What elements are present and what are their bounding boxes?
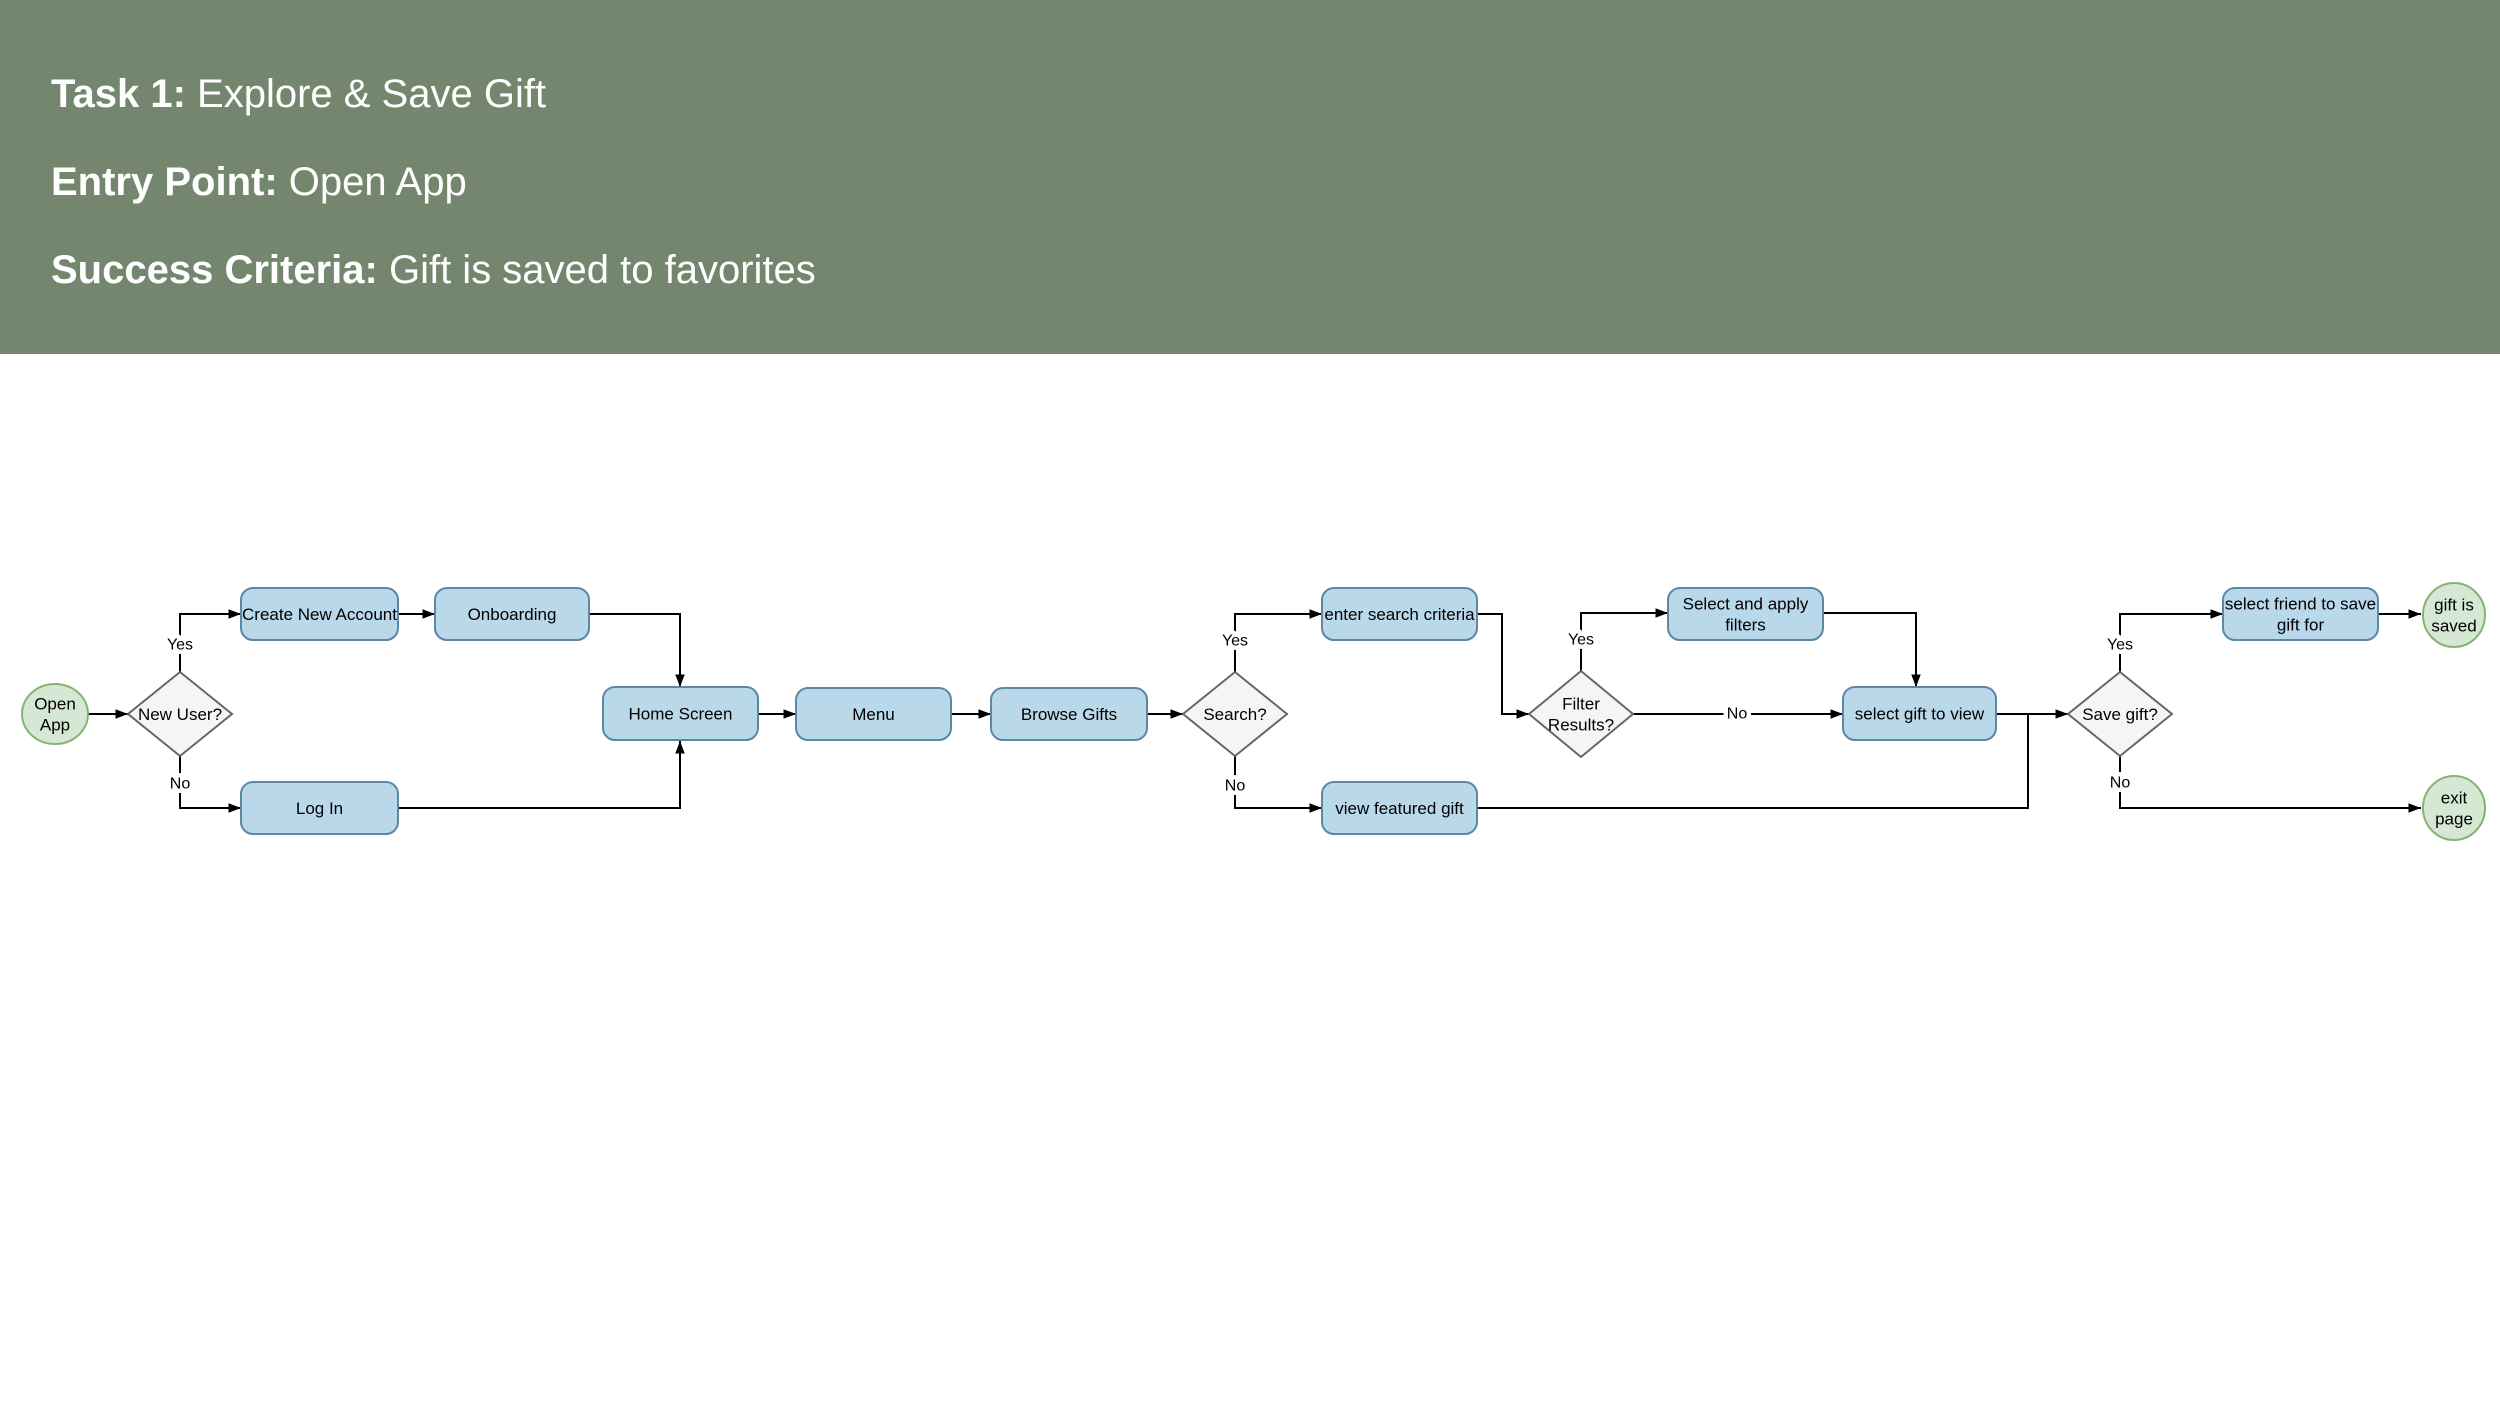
entry-point-label: Entry Point: — [51, 160, 278, 204]
edge-log-in-to-home-screen — [398, 741, 685, 809]
edge-save-gift-no-to-exit-page — [2119, 756, 2421, 813]
edge-view-featured-to-save-gift-junction — [1477, 714, 2029, 809]
task-title-line: Task 1: Explore & Save Gift — [51, 70, 2500, 118]
search-decision-shape — [1181, 670, 1289, 758]
edge-search-yes-to-enter-criteria — [1234, 609, 1322, 672]
select-gift-to-view-label: select gift to view — [1855, 704, 1985, 723]
onboarding-shape — [434, 587, 590, 641]
view-featured-gift-label: view featured gift — [1335, 799, 1464, 818]
task-header-banner: Task 1: Explore & Save Gift Entry Point:… — [0, 0, 2500, 354]
menu-label: Menu — [852, 705, 895, 724]
save-gift-decision-label: Save gift? — [2082, 705, 2158, 724]
entry-point-line: Entry Point: Open App — [51, 158, 2500, 206]
browse-gifts-label: Browse Gifts — [1021, 705, 1117, 724]
edge-filter-no-to-select-gift-label: No — [1727, 706, 1748, 723]
edge-new-user-yes-to-create-account — [179, 609, 241, 672]
flow-node-menu: Menu — [795, 687, 952, 741]
browse-gifts-shape — [990, 687, 1148, 741]
success-criteria-line: Success Criteria: Gift is saved to favor… — [51, 246, 2500, 294]
edge-search-no-to-view-featured-label: No — [1225, 778, 1246, 795]
flow-node-create-new-account: Create New Account — [240, 587, 399, 641]
home-screen-shape — [602, 686, 759, 741]
select-gift-to-view-shape — [1842, 686, 1997, 741]
edge-save-gift-yes-to-select-friend — [2119, 609, 2223, 672]
create-new-account-label: Create New Account — [242, 605, 397, 624]
flow-node-search-decision: Search? — [1181, 670, 1289, 758]
select-friend-to-save-gift-for-shape — [2222, 587, 2379, 641]
flow-node-browse-gifts: Browse Gifts — [990, 687, 1148, 741]
create-new-account-shape — [240, 587, 399, 641]
edge-filter-yes-to-apply-filters-label: Yes — [1568, 632, 1594, 649]
filter-results-decision-shape — [1527, 669, 1635, 759]
log-in-label: Log In — [296, 799, 343, 818]
enter-search-criteria-label: enter search criteria — [1324, 605, 1475, 624]
edge-new-user-yes-to-create-account-label: Yes — [167, 637, 193, 654]
flow-node-select-gift-to-view: select gift to view — [1842, 686, 1997, 741]
edge-search-yes-to-enter-criteria-label: Yes — [1222, 633, 1248, 650]
edge-save-gift-no-to-exit-page-label: No — [2110, 775, 2131, 792]
flow-node-new-user-decision: New User? — [126, 670, 234, 758]
search-decision-label: Search? — [1203, 705, 1266, 724]
edge-filter-yes-to-apply-filters — [1580, 608, 1668, 671]
task-title-value: Explore & Save Gift — [197, 72, 547, 116]
view-featured-gift-shape — [1321, 781, 1478, 835]
menu-shape — [795, 687, 952, 741]
edge-new-user-no-to-log-in-label: No — [170, 776, 191, 793]
new-user-decision-shape — [126, 670, 234, 758]
flow-node-home-screen: Home Screen — [602, 686, 759, 741]
success-criteria-label: Success Criteria: — [51, 248, 378, 292]
edge-onboarding-to-home-screen — [589, 613, 685, 687]
success-criteria-value: Gift is saved to favorites — [388, 248, 816, 292]
flow-node-enter-search-criteria: enter search criteria — [1321, 587, 1478, 641]
gift-is-saved-shape — [2422, 582, 2486, 648]
task-title-label: Task 1: — [51, 72, 186, 116]
save-gift-decision-shape — [2066, 670, 2174, 758]
entry-point-value: Open App — [288, 160, 467, 204]
open-app-shape — [21, 683, 89, 745]
edge-new-user-no-to-log-in — [179, 756, 241, 813]
flow-node-log-in: Log In — [240, 781, 399, 835]
flow-node-onboarding: Onboarding — [434, 587, 590, 641]
new-user-decision-label: New User? — [138, 705, 222, 724]
edge-enter-criteria-to-filter-results — [1477, 613, 1529, 719]
onboarding-label: Onboarding — [468, 605, 557, 624]
flow-node-save-gift-decision: Save gift? — [2066, 670, 2174, 758]
enter-search-criteria-shape — [1321, 587, 1478, 641]
edge-search-no-to-view-featured — [1234, 756, 1322, 813]
log-in-shape — [240, 781, 399, 835]
edge-apply-filters-to-select-gift — [1823, 612, 1921, 687]
flow-node-view-featured-gift: view featured gift — [1321, 781, 1478, 835]
home-screen-label: Home Screen — [629, 704, 733, 723]
exit-page-shape — [2422, 775, 2486, 841]
select-and-apply-filters-shape — [1667, 587, 1824, 641]
edge-save-gift-yes-to-select-friend-label: Yes — [2107, 637, 2133, 654]
